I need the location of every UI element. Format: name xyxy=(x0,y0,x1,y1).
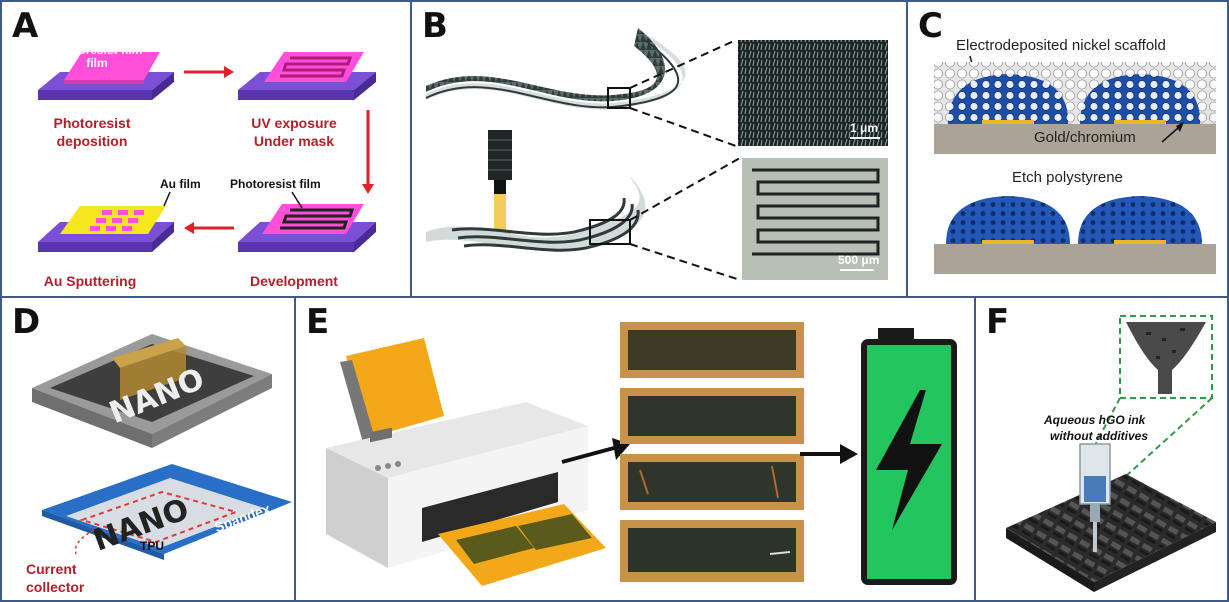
substrate-step3 xyxy=(238,204,376,252)
gold-label: Gold/chromium xyxy=(1034,129,1136,146)
step2-line2: Under mask xyxy=(254,133,334,149)
panel-c-label: C xyxy=(918,6,943,46)
panel-d-label: D xyxy=(12,302,41,342)
syringe-icon xyxy=(1079,443,1111,552)
tpu-label: TPU xyxy=(140,539,164,553)
substrate-step4 xyxy=(38,206,174,252)
panel-f-label: F xyxy=(986,302,1010,342)
battery-icon xyxy=(861,328,957,585)
step1-line1: Photoresist xyxy=(53,115,130,131)
panel-a-label: A xyxy=(12,6,39,46)
scale-bar-bottom: 500 μm xyxy=(838,253,879,267)
zoom-box-top xyxy=(607,87,631,109)
arrow-down xyxy=(362,110,374,194)
substrate-bottom xyxy=(934,244,1216,274)
panel-e: E xyxy=(294,296,976,602)
panel-d: D NANO NANO TPU Spandex Current collecto… xyxy=(0,296,296,602)
scaffold-diagram: Electrodeposited nickel scaffold Gold/ch… xyxy=(934,37,1216,274)
step2-line1: UV exposure xyxy=(251,115,337,131)
panel-b: B 1 μm xyxy=(410,0,908,298)
screen-print-diagram: NANO NANO TPU Spandex Current collector xyxy=(26,334,292,595)
arrow-2 xyxy=(800,444,858,464)
electrode-strips xyxy=(620,322,804,582)
substrate-top xyxy=(934,124,1216,154)
substrate-step2 xyxy=(238,52,376,100)
scale-bar-top: 1 μm xyxy=(850,121,878,135)
photoresist-film-label: Photoresist film xyxy=(230,177,321,191)
svg-text:film: film xyxy=(86,56,107,70)
au-film-label: Au film xyxy=(160,177,201,191)
arrow-right-1 xyxy=(184,66,234,78)
printer-icon xyxy=(326,402,588,568)
substrate-step1 xyxy=(38,52,174,100)
step4-caption: Au Sputtering xyxy=(44,273,137,289)
panel-e-label: E xyxy=(306,302,330,342)
panel-a: A Photoresist film film Photoresist xyxy=(0,0,412,298)
collector-line1: Current xyxy=(26,561,77,577)
panel-c: C Electrodeposited nickel scaffold xyxy=(906,0,1229,298)
lithography-diagram: Photoresist film film Photoresist deposi… xyxy=(38,43,376,289)
collector-line2: collector xyxy=(26,579,85,595)
film-label-1: Photoresist film xyxy=(52,43,143,57)
arrow-left xyxy=(184,222,234,234)
zoom-box-bottom xyxy=(589,219,631,245)
nanowire-diagram: 1 μm 500 μm xyxy=(425,28,888,281)
panel-b-label: B xyxy=(422,6,448,46)
ink-line2: without additives xyxy=(1050,429,1148,443)
step3-caption: Development xyxy=(250,273,338,289)
3d-print-diagram: Aqueous hGO ink without additives xyxy=(1006,315,1216,592)
step1-line2: deposition xyxy=(57,133,128,149)
scaffold-label: Electrodeposited nickel scaffold xyxy=(956,37,1166,54)
printed-lattice xyxy=(1006,474,1216,582)
print-head xyxy=(486,130,514,240)
ink-line1: Aqueous hGO ink xyxy=(1043,413,1147,427)
panel-f: F Aqueous hGO ink without additives xyxy=(974,296,1229,602)
inkjet-diagram xyxy=(326,322,957,586)
sem-image xyxy=(738,40,888,146)
etch-label: Etch polystyrene xyxy=(1012,169,1123,186)
